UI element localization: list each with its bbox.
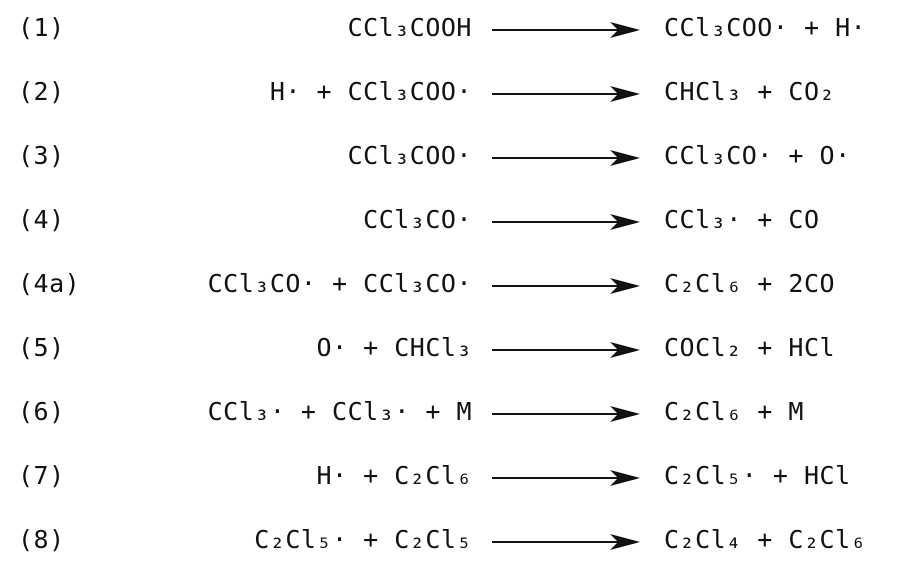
products: C₂Cl₄ + C₂Cl₆ xyxy=(664,525,867,554)
reaction-number: (2) xyxy=(18,77,65,106)
products: CCl₃· + CO xyxy=(664,205,820,234)
reactants: CCl₃CO· xyxy=(363,205,472,234)
reaction-row-3: (3) CCl₃COO· CCl₃CO· + O· xyxy=(0,136,920,198)
products: CHCl₃ + CO₂ xyxy=(664,77,836,106)
reaction-number: (6) xyxy=(18,397,65,426)
reactants: O· + CHCl₃ xyxy=(316,333,472,362)
reaction-arrow-icon xyxy=(492,82,642,106)
reaction-row-4a: (4a) CCl₃CO· + CCl₃CO· C₂Cl₆ + 2CO xyxy=(0,264,920,326)
reaction-row-4: (4) CCl₃CO· CCl₃· + CO xyxy=(0,200,920,262)
reactants: H· + C₂Cl₆ xyxy=(316,461,472,490)
reaction-number: (5) xyxy=(18,333,65,362)
reaction-number: (4a) xyxy=(18,269,81,298)
reaction-row-5: (5) O· + CHCl₃ COCl₂ + HCl xyxy=(0,328,920,390)
reaction-row-7: (7) H· + C₂Cl₆ C₂Cl₅· + HCl xyxy=(0,456,920,518)
reactants: CCl₃· + CCl₃· + M xyxy=(207,397,472,426)
reactants: CCl₃COO· xyxy=(347,141,472,170)
reaction-number: (3) xyxy=(18,141,65,170)
reaction-arrow-icon xyxy=(492,274,642,298)
reaction-arrow-icon xyxy=(492,18,642,42)
reaction-arrow-icon xyxy=(492,402,642,426)
reaction-row-8: (8) C₂Cl₅· + C₂Cl₅ C₂Cl₄ + C₂Cl₆ xyxy=(0,520,920,582)
reaction-number: (7) xyxy=(18,461,65,490)
reaction-arrow-icon xyxy=(492,146,642,170)
products: C₂Cl₅· + HCl xyxy=(664,461,851,490)
reaction-arrow-icon xyxy=(492,338,642,362)
products: C₂Cl₆ + 2CO xyxy=(664,269,836,298)
reaction-row-1: (1) CCl₃COOH CCl₃COO· + H· xyxy=(0,8,920,70)
reaction-row-2: (2) H· + CCl₃COO· CHCl₃ + CO₂ xyxy=(0,72,920,134)
reaction-arrow-icon xyxy=(492,466,642,490)
products: COCl₂ + HCl xyxy=(664,333,836,362)
reactants: CCl₃COOH xyxy=(347,13,472,42)
reactants: H· + CCl₃COO· xyxy=(269,77,472,106)
reaction-number: (1) xyxy=(18,13,65,42)
reactants: C₂Cl₅· + C₂Cl₅ xyxy=(254,525,472,554)
products: CCl₃CO· + O· xyxy=(664,141,851,170)
reaction-arrow-icon xyxy=(492,530,642,554)
reaction-number: (8) xyxy=(18,525,65,554)
products: C₂Cl₆ + M xyxy=(664,397,804,426)
reaction-row-6: (6) CCl₃· + CCl₃· + M C₂Cl₆ + M xyxy=(0,392,920,454)
reaction-number: (4) xyxy=(18,205,65,234)
reaction-arrow-icon xyxy=(492,210,642,234)
products: CCl₃COO· + H· xyxy=(664,13,867,42)
reactants: CCl₃CO· + CCl₃CO· xyxy=(207,269,472,298)
